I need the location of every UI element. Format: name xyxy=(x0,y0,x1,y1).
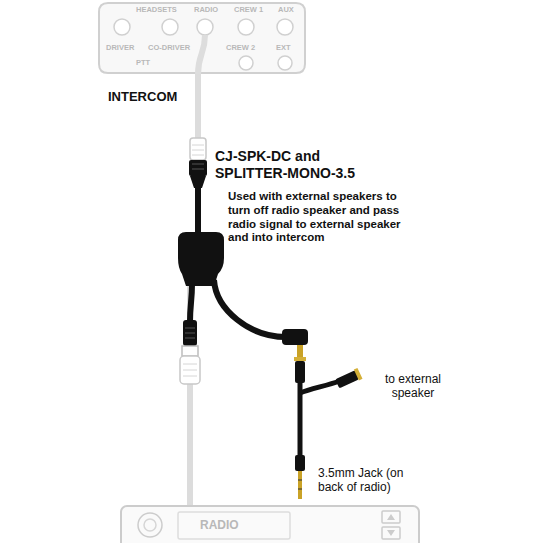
usage-note: Used with external speakers to turn off … xyxy=(228,190,406,245)
splitter-body xyxy=(178,232,224,286)
port-label: DRIVER xyxy=(106,44,134,52)
intercom-panel: HEADSETS RADIO CREW 1 AUX DRIVER CO-DRIVER PTT… xyxy=(98,2,306,74)
port-label: CREW 2 xyxy=(226,44,255,52)
port-label: CO-DRIVER xyxy=(148,44,190,52)
port-label: PTT xyxy=(136,59,150,67)
right-angle-plug xyxy=(282,329,308,358)
black-cable xyxy=(214,280,286,337)
port-label: HEADSETS xyxy=(136,6,177,14)
top-connector xyxy=(189,138,207,188)
port-label: RADIO xyxy=(194,6,218,14)
callout-label: to external speaker xyxy=(368,372,458,401)
port-label: AUX xyxy=(278,6,294,14)
port-label: CREW 1 xyxy=(234,6,263,14)
callout-label: 3.5mm Jack (on back of radio) xyxy=(318,466,430,495)
panel-heading: INTERCOM xyxy=(108,90,177,104)
radio-plug xyxy=(180,320,200,384)
black-cable xyxy=(190,284,192,322)
radio-unit-outline xyxy=(120,505,420,543)
port-label: EXT xyxy=(276,44,291,52)
radio-label: RADIO xyxy=(200,519,239,532)
radio-unit: RADIO xyxy=(120,505,420,543)
part-name: CJ-SPK-DC and SPLITTER-MONO-3.5 xyxy=(215,148,390,182)
black-cable xyxy=(195,186,201,236)
